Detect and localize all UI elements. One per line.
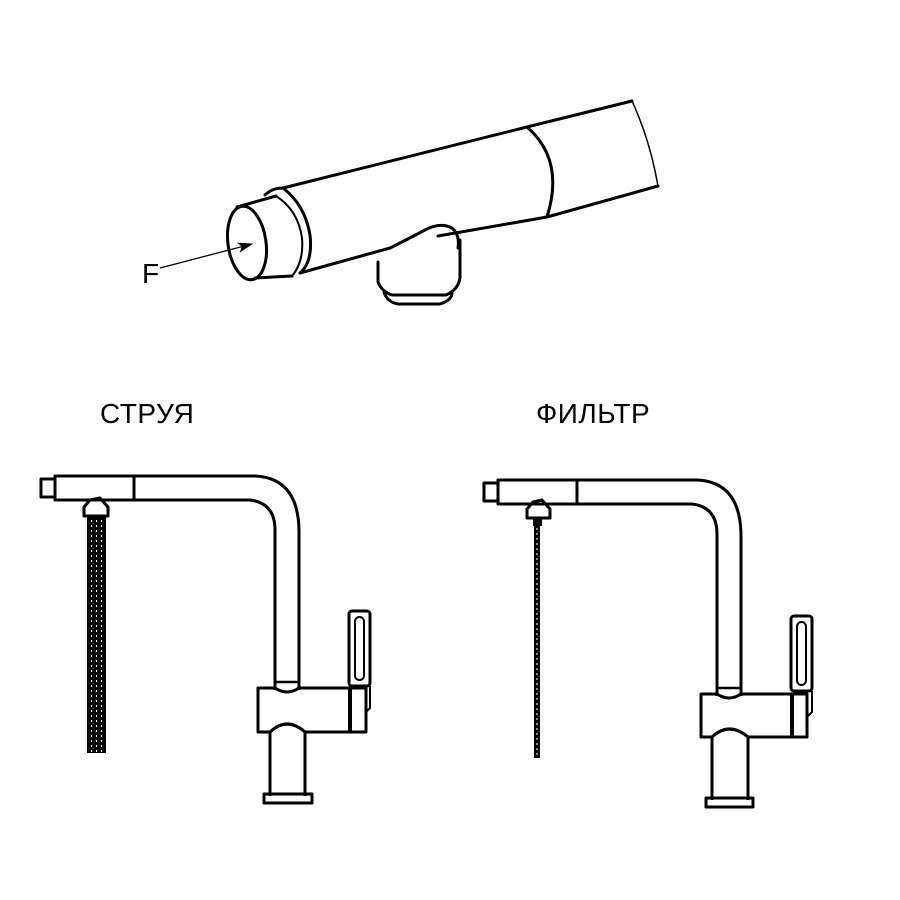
- water-jet-stream: [87, 516, 106, 753]
- faucet-jet-mode: [39, 474, 372, 805]
- mode-label-jet: СТРУЯ: [100, 398, 195, 429]
- mode-label-filter: ФИЛЬТР: [536, 398, 651, 429]
- force-arrow: [159, 242, 254, 269]
- water-filter-stream: [533, 518, 542, 758]
- spout-head-closeup: [225, 99, 660, 306]
- force-label: F: [142, 258, 159, 289]
- faucet-filter-mode: [482, 478, 814, 809]
